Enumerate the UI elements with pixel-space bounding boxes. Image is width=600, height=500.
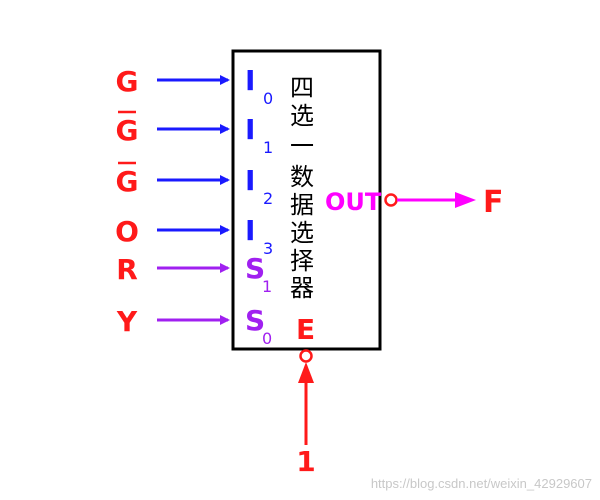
pin-label: S	[245, 252, 265, 285]
chip-title-char: 择	[290, 247, 314, 275]
pin-subscript: 1	[262, 277, 272, 296]
enable-arrow-head	[298, 362, 314, 383]
enable-inversion-circle	[299, 349, 313, 363]
input-signal-label: O	[115, 215, 139, 248]
chip-title-char: 一	[290, 132, 314, 160]
watermark: https://blog.csdn.net/weixin_42929607	[371, 476, 592, 491]
input-signal-label: Y	[116, 305, 138, 338]
pin-label: I	[245, 113, 255, 146]
enable-pin-label: E	[296, 313, 315, 346]
pin-subscript: 1	[263, 138, 273, 157]
chip-title-char: 四	[290, 74, 314, 102]
output-inversion-circle	[384, 193, 398, 207]
input-signal-label: R	[116, 253, 138, 286]
pin-subscript: 3	[263, 239, 273, 258]
output-label: F	[483, 185, 504, 220]
mux-chip-body	[231, 49, 382, 351]
out-pin-label: OUT	[325, 188, 382, 216]
input-signal-label: G	[116, 114, 139, 147]
pin-label: I	[245, 164, 255, 197]
input-signal-label: G	[116, 165, 139, 198]
pin-label: I	[245, 214, 255, 247]
chip-title-char: 选	[290, 102, 314, 130]
pin-subscript: 2	[263, 189, 273, 208]
pin-label: I	[245, 64, 255, 97]
output-arrow-head	[455, 192, 476, 208]
pin-subscript: 0	[262, 329, 272, 348]
chip-title-char: 数	[290, 163, 314, 191]
chip-title-char: 据	[290, 191, 314, 219]
chip-title-char: 选	[290, 219, 314, 247]
enable-input-value: 1	[296, 445, 315, 478]
pin-subscript: 0	[263, 89, 273, 108]
input-signal-label: G	[116, 65, 139, 98]
pin-label: S	[245, 304, 265, 337]
chip-title-char: 器	[290, 274, 314, 302]
